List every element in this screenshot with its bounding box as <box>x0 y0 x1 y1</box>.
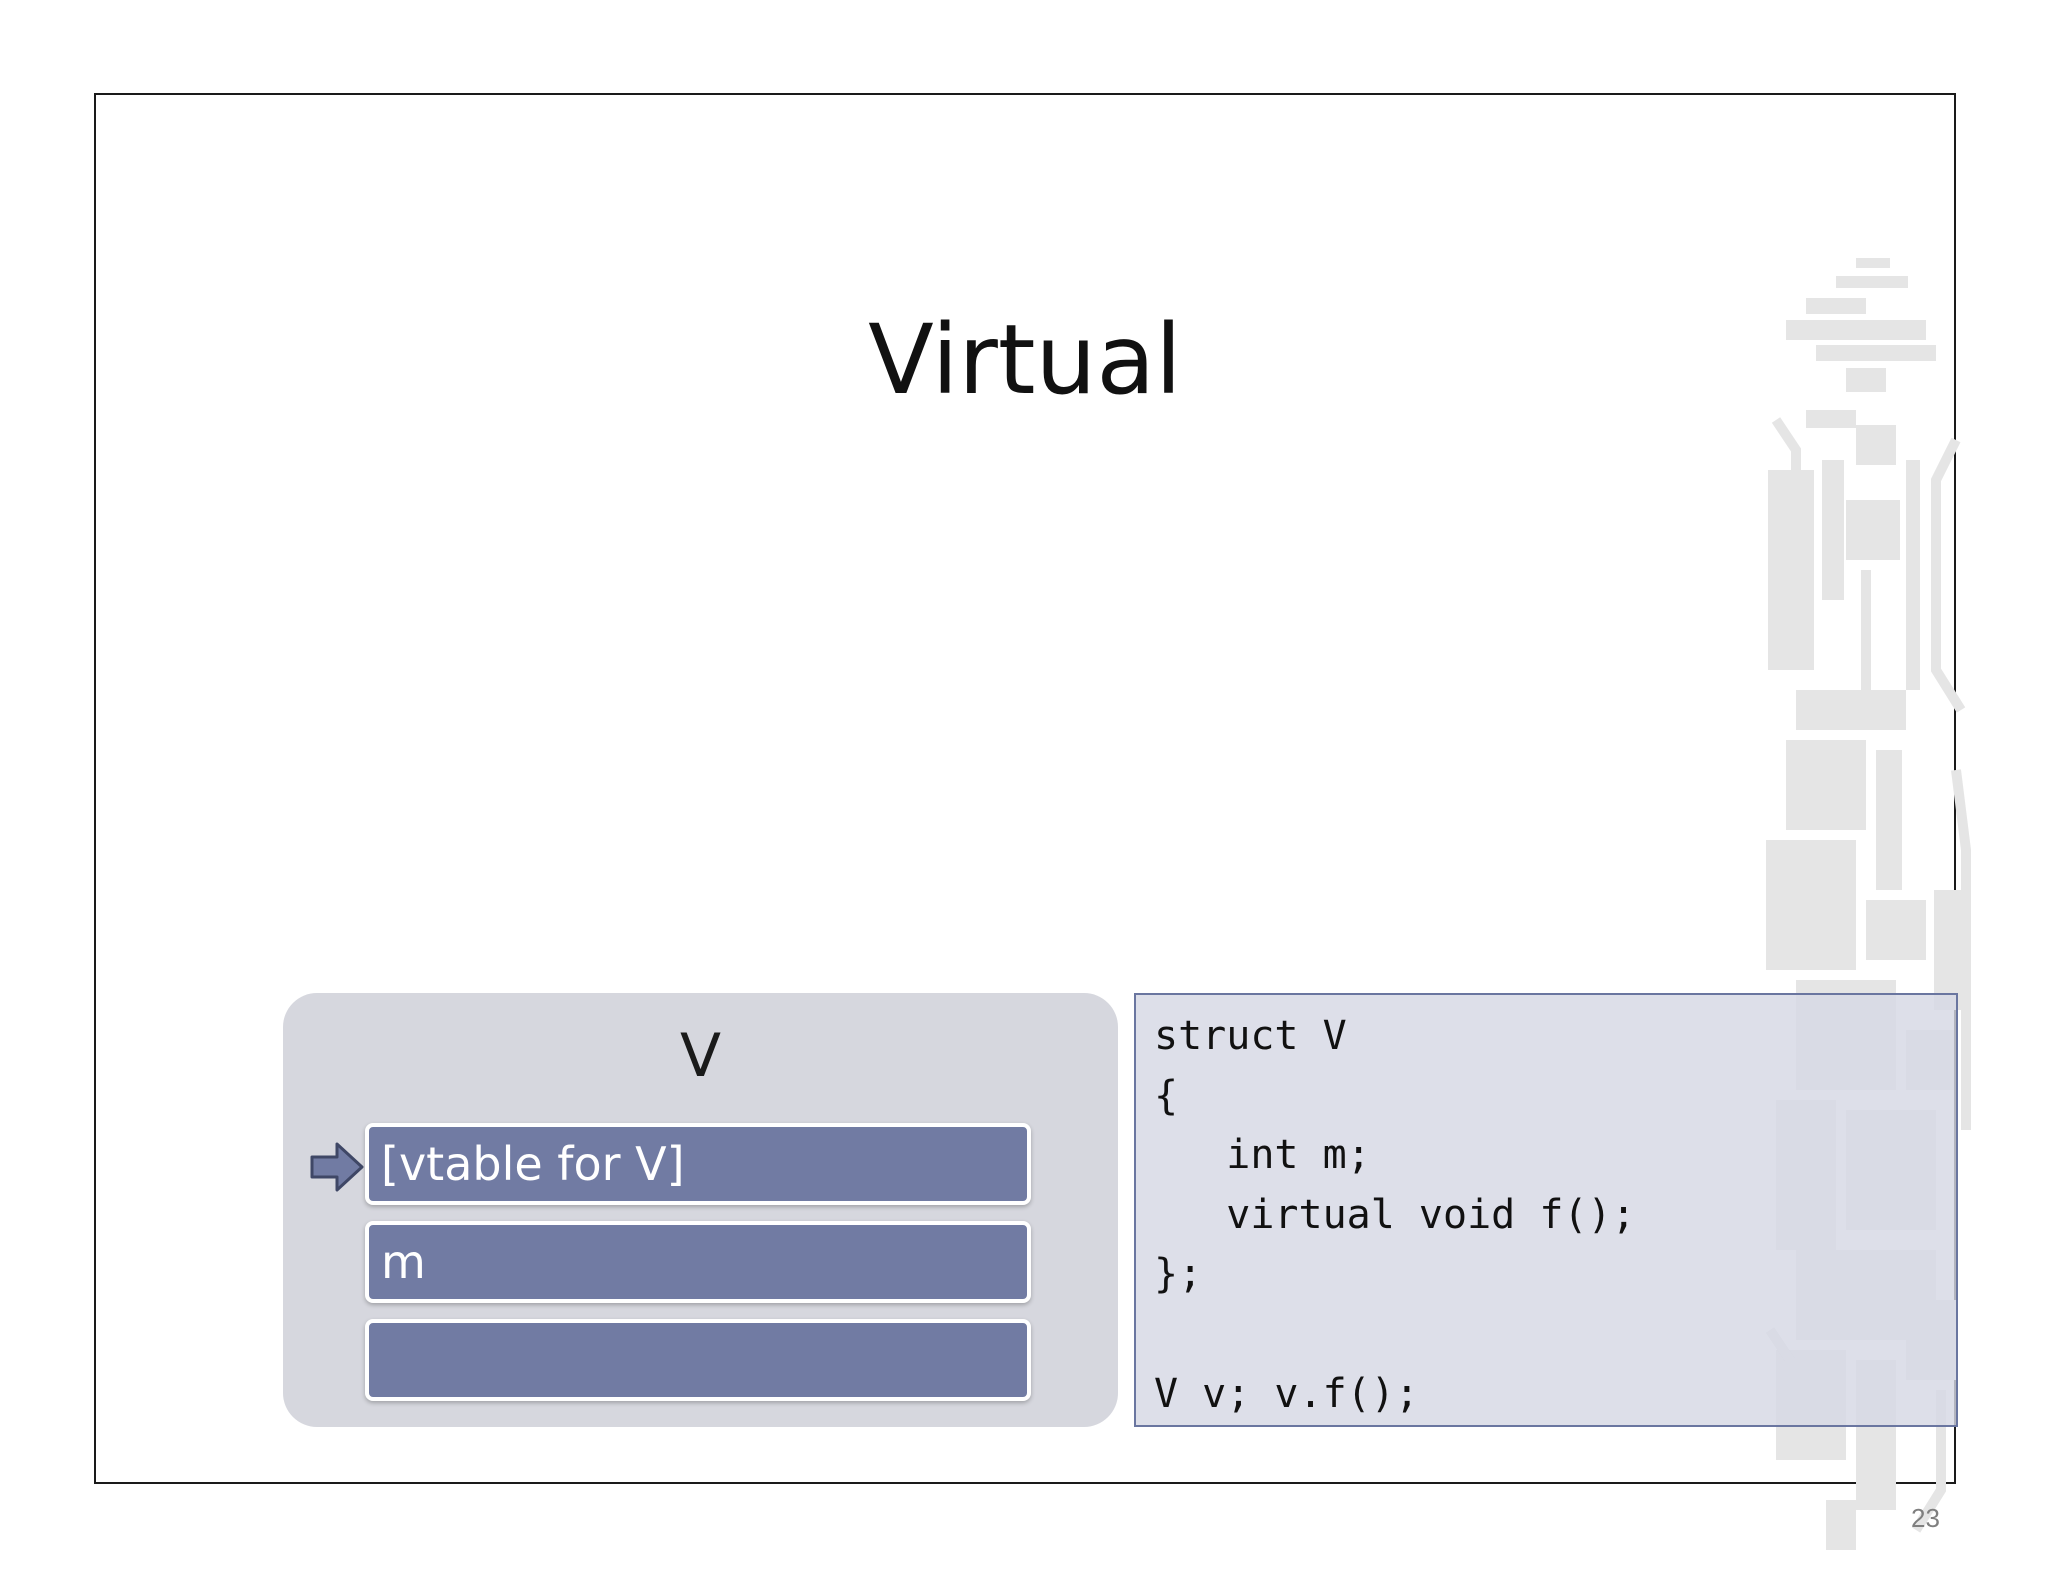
slide: Virtual V [vtable for V] m struct V { in… <box>94 93 1971 1550</box>
field-empty <box>365 1319 1031 1401</box>
field-m: m <box>365 1221 1031 1303</box>
code-line <box>1154 1305 1956 1365</box>
code-line: int m; <box>1154 1132 1371 1179</box>
code-line: { <box>1154 1072 1179 1119</box>
right-arrow-icon <box>310 1142 364 1192</box>
code-line: struct V <box>1154 1013 1347 1059</box>
struct-layout-panel: V [vtable for V] m <box>283 993 1118 1427</box>
slide-number: 23 <box>1911 1503 1940 1533</box>
code-line: virtual void f(); <box>1154 1191 1636 1238</box>
field-vtable-pointer: [vtable for V] <box>365 1123 1031 1205</box>
code-line: }; <box>1154 1251 1203 1298</box>
struct-name: V <box>679 1021 722 1091</box>
code-line: V v; v.f(); <box>1154 1370 1419 1417</box>
code-block: struct V { int m; virtual void f(); }; V… <box>1134 993 1958 1427</box>
slide-title: Virtual <box>868 304 1182 416</box>
